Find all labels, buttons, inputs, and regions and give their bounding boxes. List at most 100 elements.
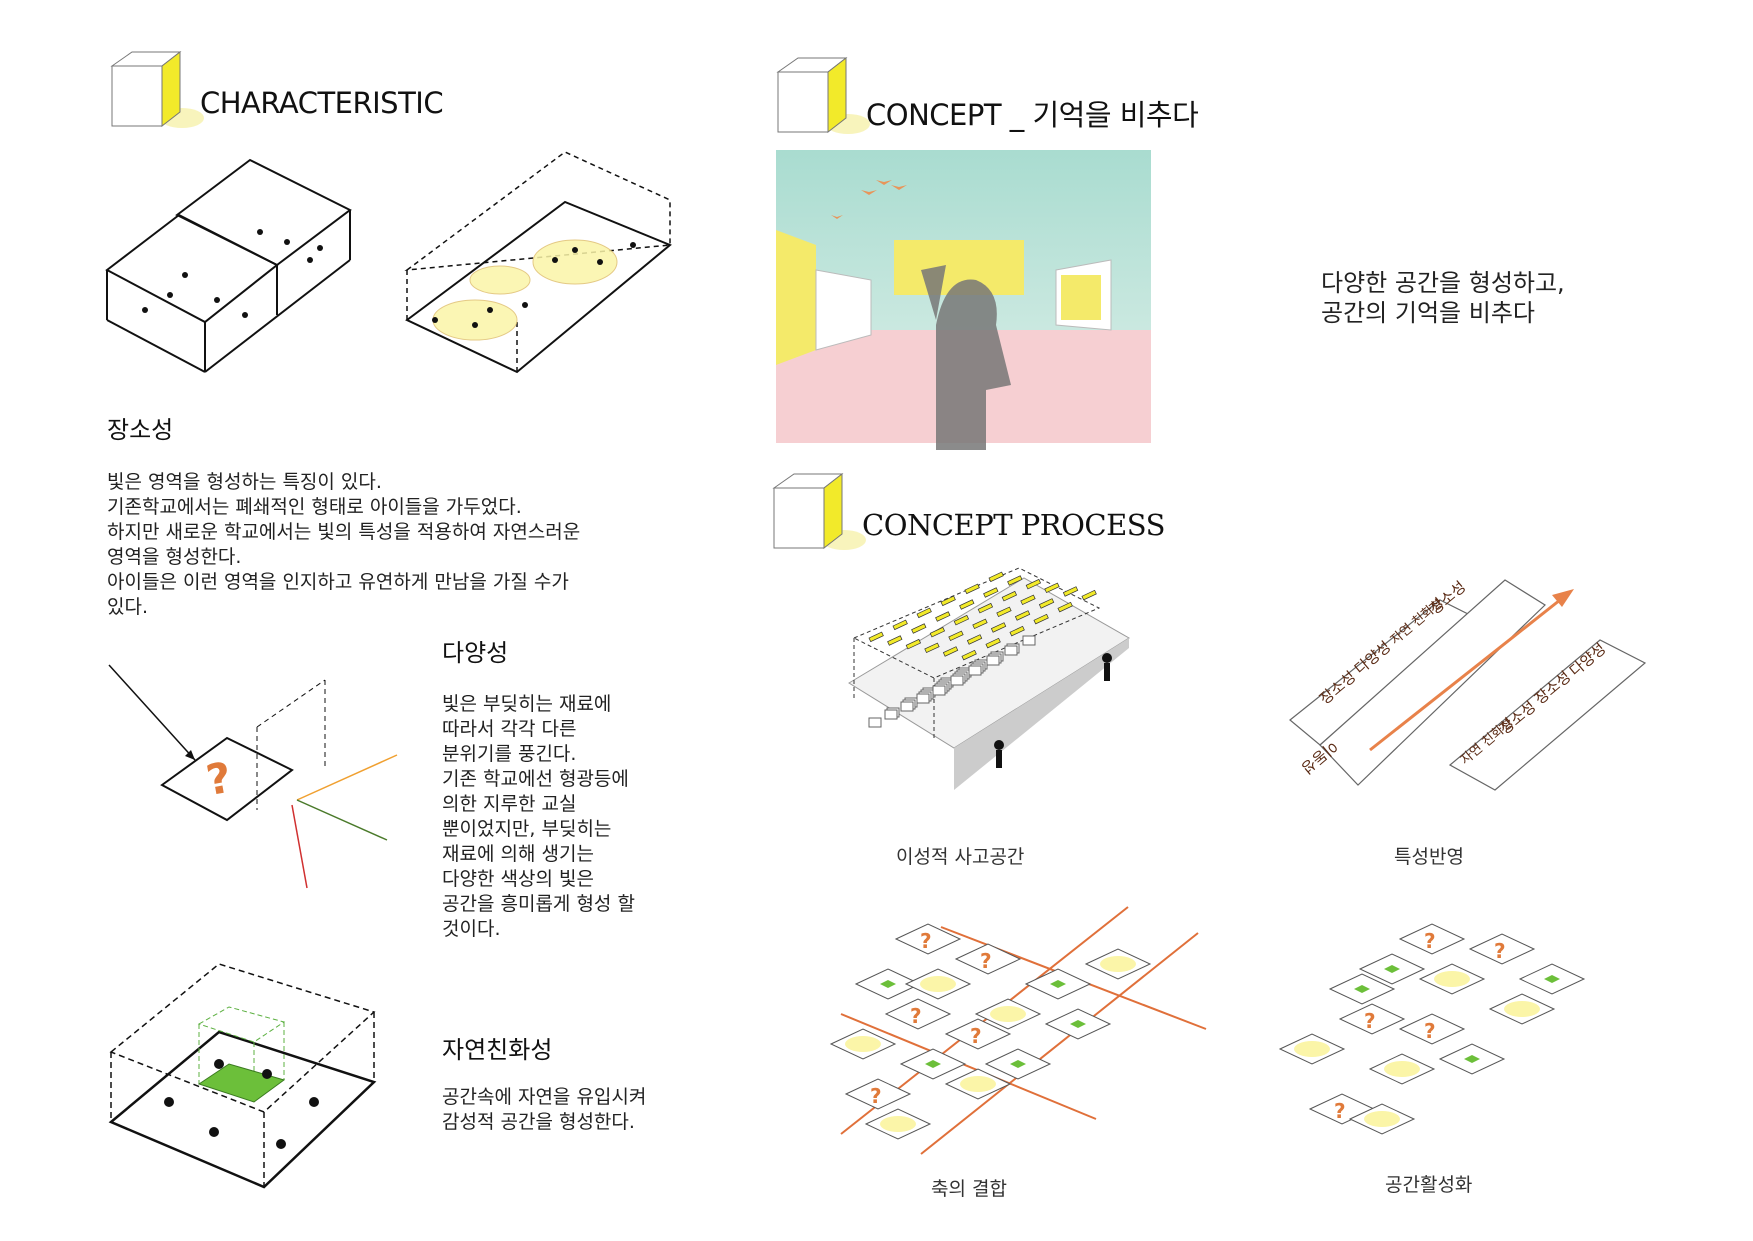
- light-zone: [1100, 956, 1136, 972]
- question-mark-icon: ?: [970, 1024, 982, 1048]
- text-line: 다양한 색상의 빛은: [442, 868, 594, 890]
- green-patch: [1464, 1055, 1480, 1063]
- question-mark-icon: ?: [1364, 1009, 1376, 1033]
- light-reflection-diagram: ?: [108, 664, 398, 889]
- light-zone: [1364, 1111, 1400, 1127]
- light-fixture: [985, 637, 1001, 649]
- characteristic-text-diversity: 빛은 부딪히는 재료에 따라서 각각 다른 분위기를 풍긴다. 기존 학교에선 …: [442, 692, 635, 942]
- light-fixture: [961, 649, 977, 661]
- light-fixture: [953, 614, 970, 626]
- green-patch: [1050, 980, 1066, 988]
- green-patch: [880, 980, 896, 988]
- space-activation-diagram: ?????: [1278, 923, 1586, 1135]
- green-patch: [1384, 965, 1400, 973]
- characteristic-text-nature: 공간속에 자연을 유입시켜 감성적 공간을 형성한다.: [442, 1085, 646, 1135]
- desk: [1022, 635, 1036, 646]
- question-mark-icon: ?: [1424, 929, 1436, 953]
- light-fixture: [916, 607, 932, 619]
- light-fixture: [905, 638, 922, 650]
- concept-illustration: [776, 150, 1151, 450]
- text-line: 재료에 의해 생기는: [442, 843, 594, 865]
- light-fixture: [977, 602, 994, 614]
- question-mark-icon: ?: [980, 949, 992, 973]
- space-tile: [1468, 933, 1536, 965]
- light-fixture: [996, 606, 1012, 618]
- desk: [932, 685, 946, 696]
- question-mark-icon: ?: [920, 929, 932, 953]
- text-line: 따라서 각각 다른: [442, 718, 577, 740]
- space-tile: [894, 923, 962, 955]
- space-tile: [954, 943, 1022, 975]
- question-mark-icon: ?: [1334, 1099, 1346, 1123]
- light-zone: [1294, 1041, 1330, 1057]
- light-fixture: [1038, 598, 1055, 609]
- light-fixture: [940, 595, 956, 607]
- text-line: 감성적 공간을 형성한다.: [442, 1111, 635, 1133]
- closed-classroom-diagram: [105, 158, 352, 373]
- characteristic-title-diversity: 다양성: [442, 639, 509, 667]
- text-line: 공간을 흥미롭게 형성 할: [442, 893, 635, 915]
- space-tile: [1398, 1013, 1466, 1045]
- axis-combination-diagram: ?????: [829, 906, 1207, 1155]
- light-fixture: [1001, 590, 1018, 602]
- text-line: 하지만 새로운 학교에서는 빛의 특성을 적용하여 자연스러운: [107, 521, 581, 543]
- light-fixture: [1020, 594, 1036, 606]
- light-fixture: [887, 635, 903, 646]
- text-line: 빛은 영역을 형성하는 특징이 있다.: [107, 471, 382, 493]
- rational-space-diagram: [848, 567, 1130, 790]
- desk: [900, 701, 914, 712]
- process-caption-2: 특성반영: [1394, 846, 1464, 868]
- text-line: 분위기를 풍긴다.: [442, 743, 577, 765]
- light-fixture: [1062, 586, 1079, 597]
- cube-icon: [772, 472, 866, 550]
- light-fixture: [990, 622, 1007, 633]
- text-line: 공간속에 자연을 유입시켜: [442, 1086, 647, 1108]
- process-caption-4: 공간활성화: [1385, 1174, 1473, 1196]
- characteristic-title-place: 장소성: [107, 416, 174, 444]
- concept-description: 다양한 공간을 형성하고, 공간의 기억을 비추다: [1321, 268, 1565, 328]
- light-fixture: [1033, 613, 1049, 625]
- process-caption-1: 이성적 사고공간: [896, 846, 1025, 868]
- light-zone: [990, 1006, 1026, 1022]
- light-fixture: [935, 611, 951, 622]
- process-caption-3: 축의 결합: [931, 1178, 1007, 1200]
- text-line: 영역을 형성한다.: [107, 546, 242, 568]
- desk: [916, 693, 930, 704]
- characteristic-title-nature: 자연친화성: [442, 1036, 553, 1064]
- green-patch: [1010, 1060, 1026, 1068]
- light-zone: [845, 1036, 881, 1052]
- green-patch: [1354, 985, 1370, 993]
- section-title-characteristic: CHARACTERISTIC: [200, 86, 444, 120]
- question-mark-icon: ?: [1494, 939, 1506, 963]
- section-title-process: CONCEPT PROCESS: [862, 508, 1165, 542]
- cube-icon: [776, 56, 870, 134]
- light-fixture: [1044, 582, 1060, 594]
- light-fixture: [1025, 578, 1042, 590]
- light-fixture: [868, 631, 884, 643]
- text-line: 뿐이었지만, 부딪히는: [442, 818, 612, 840]
- characteristic-text-place: 빛은 영역을 형성하는 특징이 있다. 기존학교에서는 폐쇄적인 형태로 아이들…: [107, 470, 580, 620]
- light-fixture: [1007, 575, 1023, 586]
- light-zone: [1434, 971, 1470, 987]
- cube-icon: [110, 50, 204, 128]
- light-fixture: [948, 630, 964, 642]
- light-fixture: [1014, 610, 1031, 621]
- light-fixture: [1057, 601, 1073, 613]
- text-line: 것이다.: [442, 918, 501, 940]
- text-line: 공간의 기억을 비추다: [1321, 299, 1535, 327]
- space-tile: [1338, 1003, 1406, 1035]
- light-fixture: [924, 642, 940, 654]
- light-fixture: [911, 623, 927, 634]
- nature-diagram: [108, 963, 377, 1189]
- light-fixture: [972, 618, 988, 630]
- desk: [968, 665, 982, 676]
- characteristics-reflection-diagram: 이동성 장소성 다양성 자연 친화성 장소성 자연 친화성 장소성 장소성 다양…: [1289, 578, 1647, 791]
- light-zone: [880, 1116, 916, 1132]
- light-fixture: [964, 583, 980, 595]
- light-zone: [1384, 1061, 1420, 1077]
- space-tile: [844, 1078, 912, 1110]
- text-line: 의한 지루한 교실: [442, 793, 577, 815]
- light-zone: [920, 976, 956, 992]
- desk: [884, 709, 898, 720]
